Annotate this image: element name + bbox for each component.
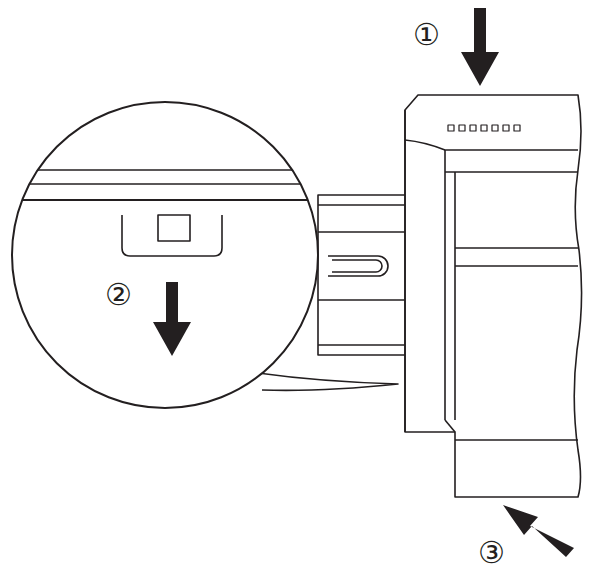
led (470, 125, 476, 131)
led (481, 125, 487, 131)
led-row (448, 125, 520, 131)
magnified-clip (0, 170, 330, 256)
led (459, 125, 465, 131)
led (448, 125, 454, 131)
callout-number: ② (105, 280, 132, 310)
callout-number: ① (413, 20, 440, 50)
din-rail (318, 195, 410, 355)
push-down-arrow (461, 8, 499, 86)
pull-down-arrow (153, 282, 191, 356)
magnifier-circle (12, 102, 318, 408)
callout-number: ③ (478, 538, 505, 568)
magnifier-tail (250, 372, 398, 390)
module-housing (405, 95, 582, 497)
led (514, 125, 520, 131)
led (503, 125, 509, 131)
led (492, 125, 498, 131)
push-in-arrow (503, 505, 574, 557)
